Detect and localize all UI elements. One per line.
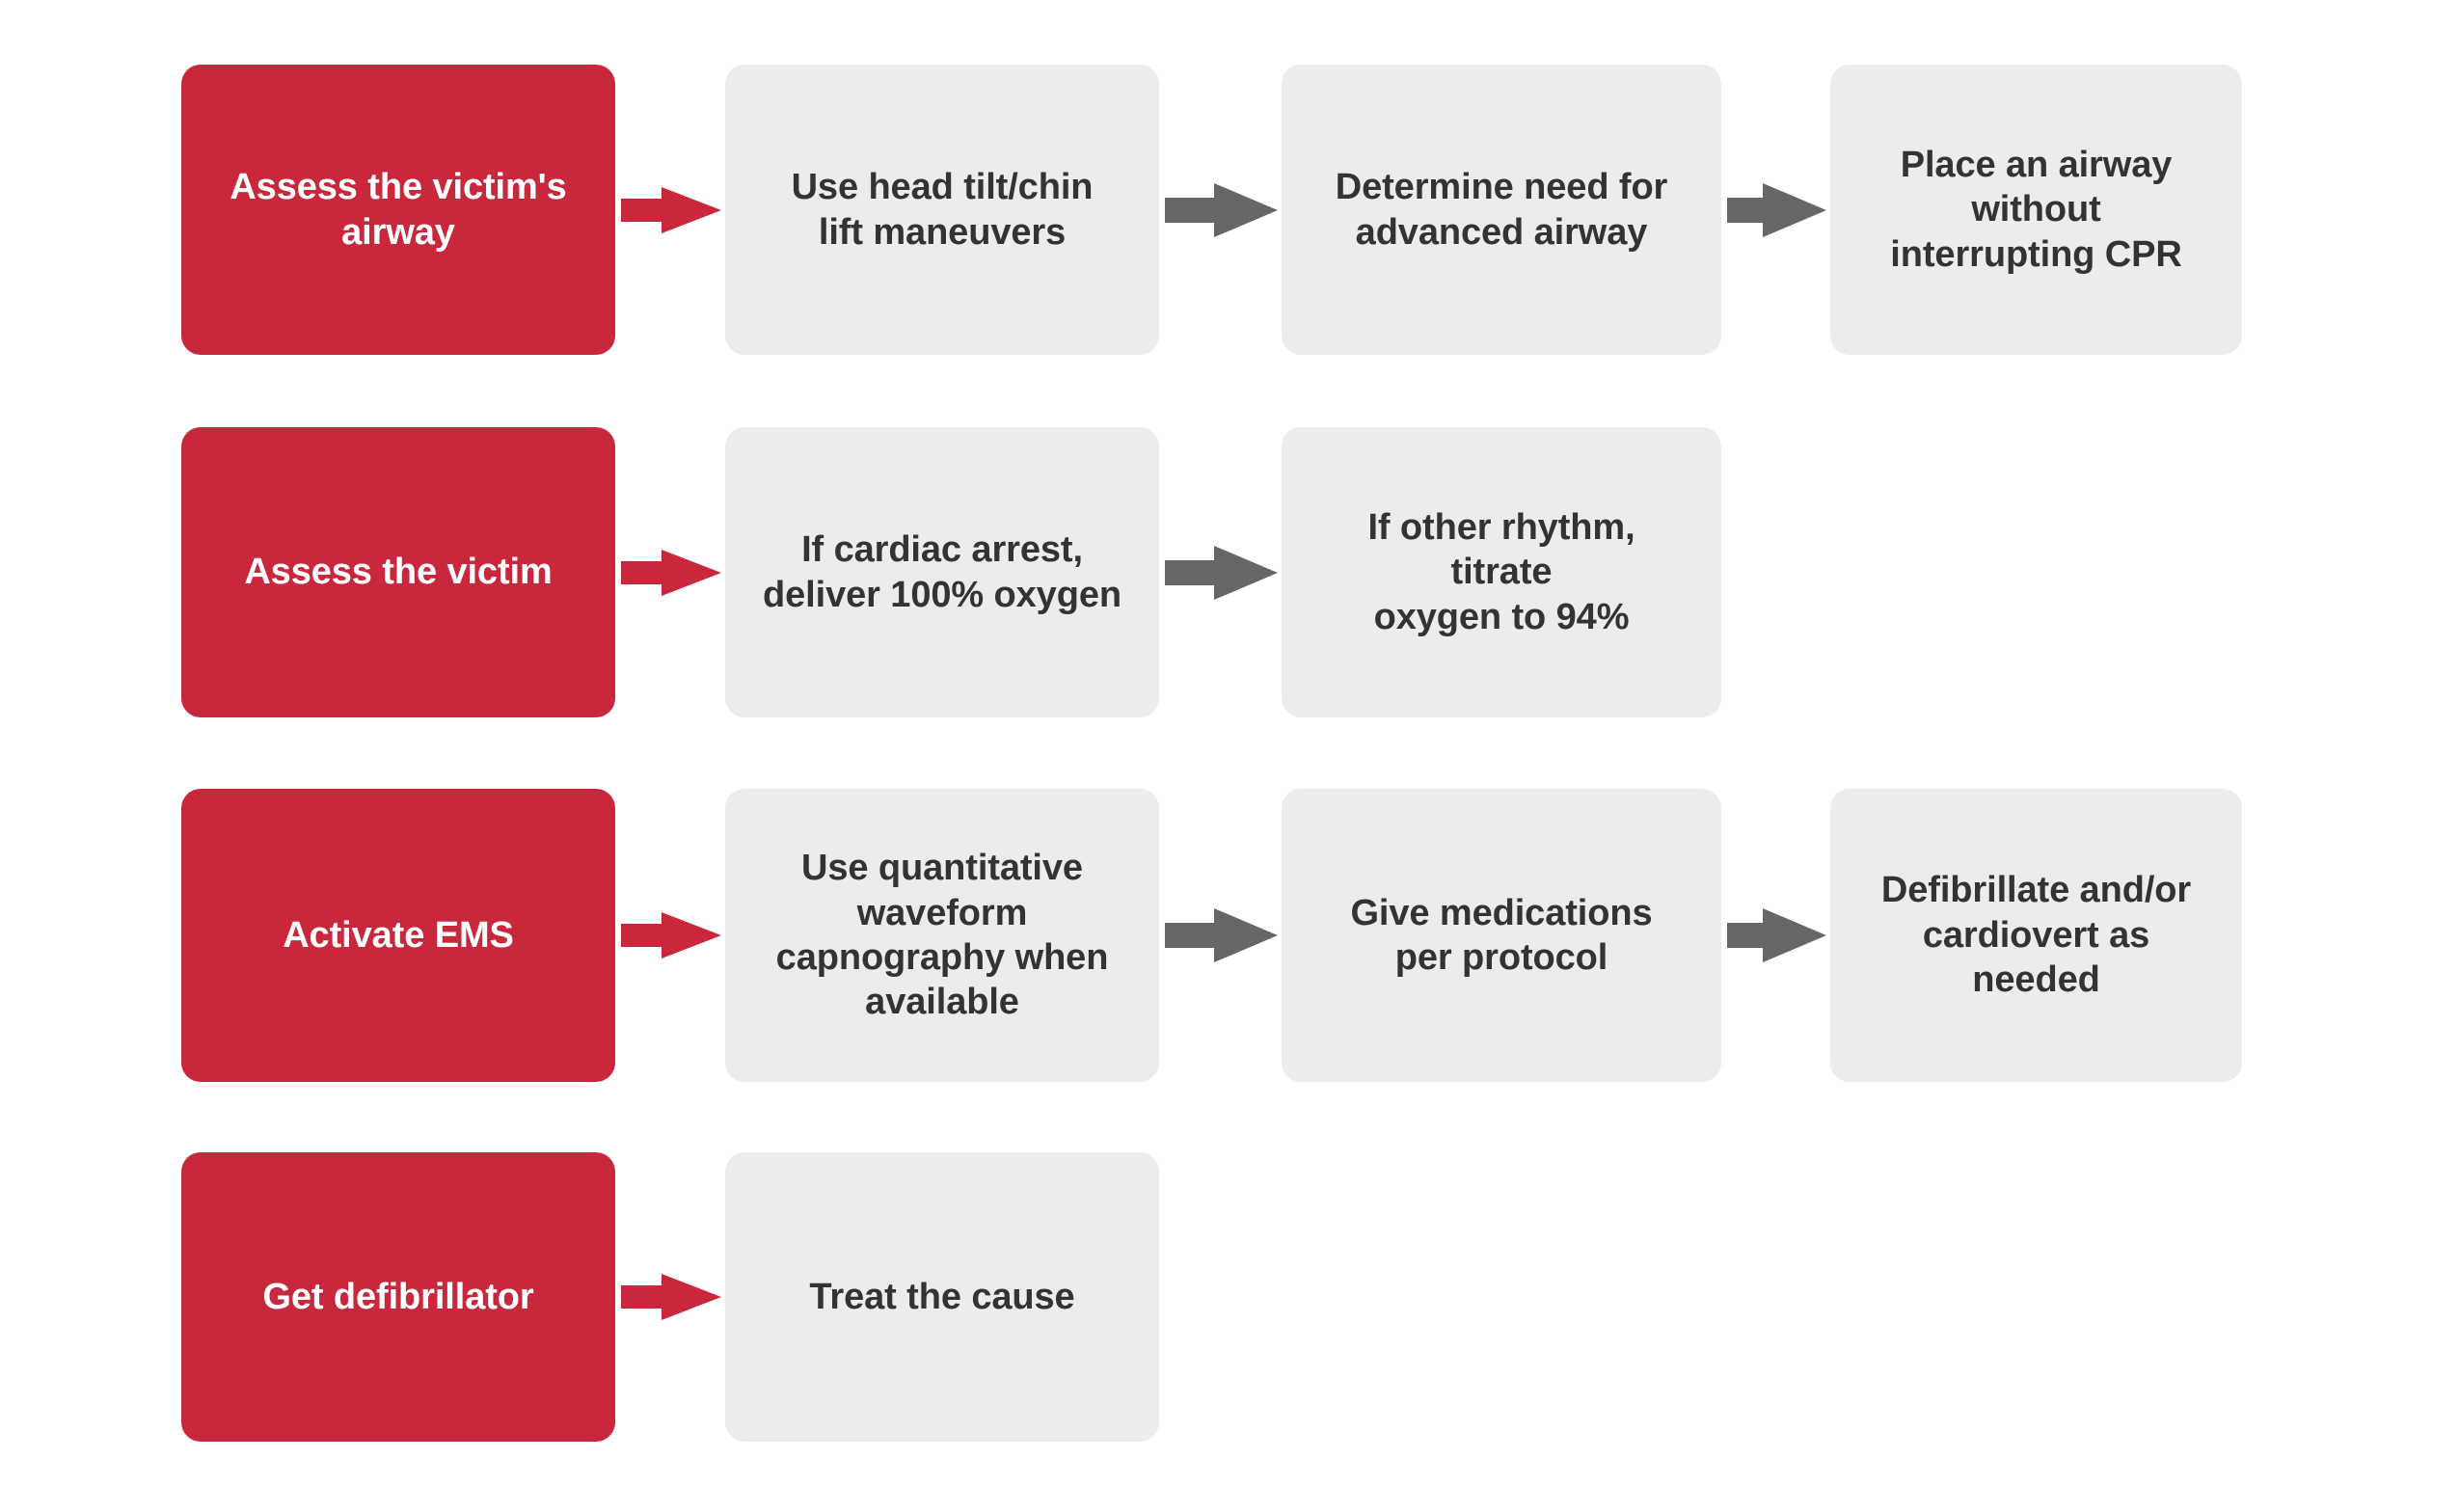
flow-start-node[interactable]: Activate EMS (181, 789, 615, 1082)
flow-node-label: Place an airway without interrupting CPR (1890, 144, 2182, 275)
flow-node-label: If other rhythm, titrate oxygen to 94% (1367, 506, 1635, 637)
flow-step-node[interactable]: If other rhythm, titrate oxygen to 94% (1282, 427, 1721, 717)
flow-start-node[interactable]: Get defibrillator (181, 1152, 615, 1442)
flow-arrow-gray (1165, 901, 1278, 970)
flow-arrow-red (621, 176, 721, 245)
flow-arrow-red (621, 901, 721, 970)
flow-arrow-red (621, 538, 721, 608)
flow-arrow-gray (1727, 176, 1826, 245)
flow-node-label: Determine need for advanced airway (1335, 167, 1668, 253)
flow-arrow-gray (1165, 176, 1278, 245)
flow-step-node[interactable]: If cardiac arrest, deliver 100% oxygen (725, 427, 1159, 717)
flow-node-label: If cardiac arrest, deliver 100% oxygen (763, 529, 1121, 615)
flow-node-label: Defibrillate and/or cardiovert as needed (1880, 870, 2192, 1001)
flow-arrow-red (621, 1262, 721, 1332)
flow-node-label: Treat the cause (809, 1276, 1075, 1317)
flow-node-label: Use head tilt/chin lift maneuvers (791, 167, 1094, 253)
flow-step-node[interactable]: Place an airway without interrupting CPR (1830, 65, 2242, 355)
flow-step-node[interactable]: Use quantitative waveform capnography wh… (725, 789, 1159, 1082)
flow-node-label: Get defibrillator (262, 1276, 534, 1317)
flow-step-node[interactable]: Treat the cause (725, 1152, 1159, 1442)
flow-node-label: Assess the victim (244, 552, 553, 593)
flow-node-label: Assess the victim's airway (230, 167, 567, 253)
flow-arrow-gray (1727, 901, 1826, 970)
flow-step-node[interactable]: Give medications per protocol (1282, 789, 1721, 1082)
flow-arrow-gray (1165, 538, 1278, 608)
flow-step-node[interactable]: Determine need for advanced airway (1282, 65, 1721, 355)
flow-start-node[interactable]: Assess the victim's airway (181, 65, 615, 355)
flow-step-node[interactable]: Defibrillate and/or cardiovert as needed (1830, 789, 2242, 1082)
flow-node-label: Activate EMS (283, 914, 514, 956)
flow-start-node[interactable]: Assess the victim (181, 427, 615, 717)
flow-step-node[interactable]: Use head tilt/chin lift maneuvers (725, 65, 1159, 355)
flow-node-label: Use quantitative waveform capnography wh… (775, 848, 1109, 1023)
flow-node-label: Give medications per protocol (1350, 892, 1653, 978)
